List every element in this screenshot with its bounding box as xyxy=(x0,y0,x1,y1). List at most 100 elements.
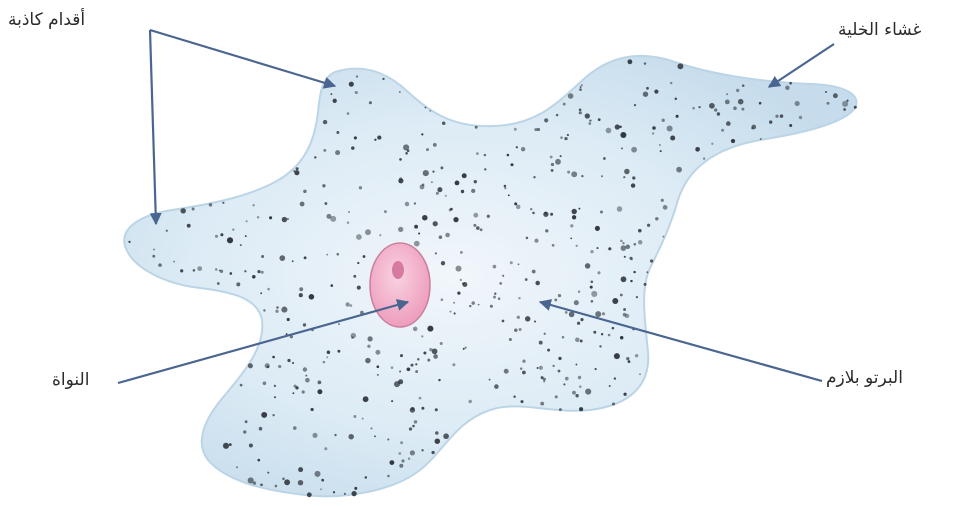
granule xyxy=(173,261,175,263)
granule xyxy=(558,370,561,373)
granule xyxy=(357,262,359,264)
granule xyxy=(543,378,546,381)
granule xyxy=(570,237,572,239)
granule xyxy=(469,305,471,307)
granule xyxy=(348,434,353,439)
granule xyxy=(410,364,413,367)
granule xyxy=(420,184,425,189)
granule xyxy=(252,275,256,279)
granule xyxy=(476,226,480,230)
granule xyxy=(267,288,270,291)
granule xyxy=(421,407,424,410)
granule xyxy=(579,111,582,114)
granule xyxy=(312,433,317,438)
nucleus xyxy=(370,243,430,327)
granule xyxy=(575,338,580,343)
granule xyxy=(513,396,515,398)
granule xyxy=(580,318,583,321)
granule xyxy=(519,328,522,331)
label-pseudopods: أقدام كاذبة xyxy=(8,12,85,29)
granule xyxy=(278,365,281,368)
granule xyxy=(581,175,583,177)
granule xyxy=(410,450,415,455)
granule xyxy=(726,121,731,126)
granule xyxy=(599,345,601,347)
granule xyxy=(432,349,438,355)
granule xyxy=(455,181,460,186)
granule xyxy=(450,208,453,211)
granule xyxy=(298,467,303,472)
granule xyxy=(292,392,294,394)
granule xyxy=(387,438,389,440)
granule xyxy=(314,471,320,477)
granule xyxy=(510,163,513,166)
granule xyxy=(619,126,621,128)
granule xyxy=(220,270,223,273)
granule xyxy=(260,483,263,486)
granule xyxy=(336,253,339,256)
granule xyxy=(435,431,439,435)
granule xyxy=(304,256,307,259)
granule xyxy=(365,476,367,478)
granule xyxy=(676,167,682,173)
granule xyxy=(827,102,830,105)
granule xyxy=(581,84,583,86)
granule xyxy=(261,271,264,274)
granule xyxy=(675,97,678,100)
granule xyxy=(187,224,191,228)
granule xyxy=(638,229,642,233)
granule xyxy=(303,323,306,326)
granule xyxy=(374,139,376,141)
granule xyxy=(578,208,580,210)
granule xyxy=(714,108,717,111)
granule xyxy=(307,492,312,497)
granule xyxy=(433,143,437,147)
granule xyxy=(260,292,262,294)
granule xyxy=(300,202,305,207)
granule xyxy=(709,103,715,109)
granule xyxy=(558,294,561,297)
granule xyxy=(357,286,361,290)
granule xyxy=(540,402,544,406)
granule xyxy=(644,62,646,64)
granule xyxy=(424,107,426,109)
granule xyxy=(399,91,401,93)
granule xyxy=(355,91,358,94)
granule xyxy=(336,131,339,134)
granule xyxy=(652,132,654,134)
granule xyxy=(585,389,591,395)
granule xyxy=(369,101,372,104)
granule xyxy=(567,134,569,136)
granule xyxy=(670,82,672,84)
granule xyxy=(552,365,554,367)
granule xyxy=(322,184,325,187)
granule xyxy=(484,154,486,156)
granule xyxy=(670,135,675,140)
granule xyxy=(353,275,356,278)
granule xyxy=(351,333,356,338)
granule xyxy=(646,87,649,90)
granule xyxy=(379,234,381,236)
granule xyxy=(626,357,629,360)
granule xyxy=(632,176,635,179)
granule xyxy=(623,308,626,311)
granule xyxy=(636,296,638,298)
granule xyxy=(417,358,420,361)
granule xyxy=(405,202,410,207)
granule xyxy=(579,88,582,91)
granule xyxy=(629,257,632,260)
granule xyxy=(351,491,356,496)
granule xyxy=(620,294,623,297)
granule xyxy=(398,379,403,384)
granule xyxy=(490,305,493,308)
granule xyxy=(620,132,626,138)
granule xyxy=(414,225,418,229)
granule xyxy=(499,282,502,285)
granule xyxy=(275,485,278,488)
granule xyxy=(440,342,443,345)
granule xyxy=(617,206,623,212)
granule xyxy=(535,281,540,286)
granule xyxy=(246,220,248,222)
granule xyxy=(359,186,362,189)
granule xyxy=(628,360,631,363)
